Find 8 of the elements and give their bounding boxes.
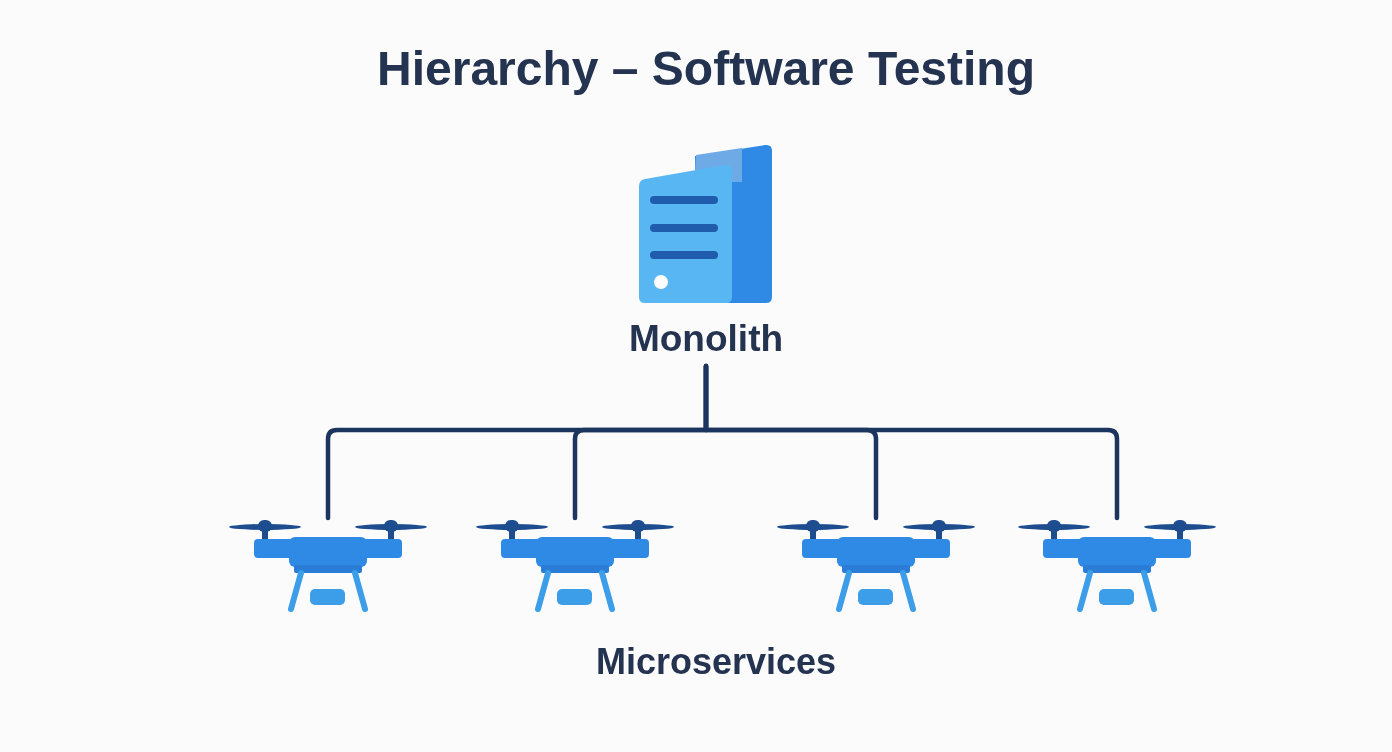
- node-label: Monolith: [628, 318, 784, 361]
- drone-icon: [776, 518, 976, 613]
- drone-icon: [228, 518, 428, 613]
- group-label: Microservices: [595, 641, 837, 683]
- title: Hierarchy – Software Testing: [377, 41, 1035, 97]
- connector-line: [703, 363, 1120, 521]
- drone-icon: [475, 518, 675, 613]
- drone-icon: [1017, 518, 1217, 613]
